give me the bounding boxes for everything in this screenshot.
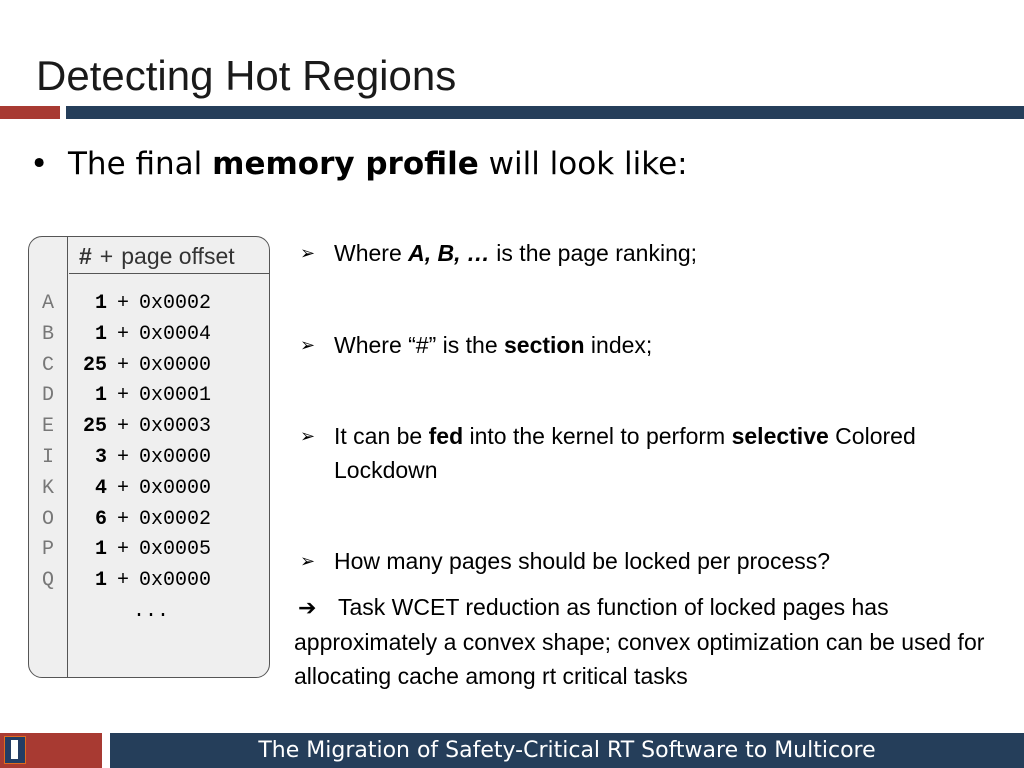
plus-sign: + <box>116 569 129 593</box>
arrow-bullet-icon: ➢ <box>300 243 316 263</box>
plus-sign: + <box>116 538 129 562</box>
bullet-bold: fed <box>428 423 464 449</box>
arrow-bullet-icon: ➢ <box>300 551 316 571</box>
plus-sign: + <box>116 353 129 377</box>
bullet-text: Colored Lockdown <box>334 423 916 483</box>
plus-sign: + <box>116 384 129 408</box>
rank-letter: B <box>41 322 54 346</box>
rank-letter: E <box>41 415 54 439</box>
rank-letter: I <box>41 445 54 469</box>
rank-letter: O <box>41 507 54 531</box>
plus-sign: + <box>116 322 129 346</box>
section-index: 25 <box>82 415 107 439</box>
conclusion-body: Task WCET reduction as function of locke… <box>294 594 985 689</box>
section-index: 1 <box>94 569 107 593</box>
bullet-text: index; <box>584 332 653 358</box>
main-bullet-suffix: will look like: <box>478 146 688 182</box>
section-index: 6 <box>94 507 107 531</box>
rank-letter: Q <box>41 569 54 593</box>
bullet-text: It can be <box>334 423 429 449</box>
profile-row: 1 +0x0005 <box>73 535 211 566</box>
bullet-text: Where <box>334 240 409 266</box>
page-offset: 0x0001 <box>139 384 212 408</box>
bullet-bold: selective <box>731 423 829 449</box>
profile-row: 1 +0x0004 <box>73 320 211 351</box>
arrow-bullet-icon: ➢ <box>300 335 316 355</box>
main-bullet: • The final memory profile will look like… <box>30 146 688 182</box>
bullet-text: Where “#” is the <box>334 332 504 358</box>
bullet-text: into the kernel to perform <box>463 423 732 449</box>
bullet-dot-icon: • <box>30 146 49 182</box>
page-offset: 0x0000 <box>139 445 212 469</box>
bullet-bold: section <box>504 332 585 358</box>
page-offset: 0x0005 <box>139 538 212 562</box>
plus-sign: + <box>116 476 129 500</box>
rank-letter: D <box>41 384 54 408</box>
header-label: page offset <box>121 243 235 269</box>
bullet-section-index: ➢ Where “#” is the section index; <box>294 328 1004 362</box>
page-offset: 0x0000 <box>139 569 212 593</box>
plus-sign: + <box>116 507 129 531</box>
footer-text: The Migration of Safety-Critical RT Soft… <box>258 738 876 763</box>
profile-row: 3 +0x0000 <box>73 443 211 474</box>
plus-sign: + <box>116 292 129 315</box>
rank-letter: A <box>41 292 54 315</box>
header-hash: # <box>79 243 92 269</box>
header-plus: + <box>99 243 114 269</box>
page-title: Detecting Hot Regions <box>36 52 457 99</box>
section-index: 3 <box>94 445 107 469</box>
profile-row: 25 +0x0000 <box>73 351 211 382</box>
main-bullet-prefix: The final <box>68 146 213 182</box>
section-index: 4 <box>94 476 107 500</box>
page-offset: 0x0000 <box>139 476 212 500</box>
bullet-text: is the page ranking; <box>489 240 698 266</box>
bullet-kernel: ➢ It can be fed into the kernel to perfo… <box>294 419 1004 487</box>
section-index: 1 <box>94 322 107 346</box>
profile-row: 1 +0x0001 <box>73 381 211 412</box>
rank-divider <box>67 237 68 677</box>
bullet-bold: A, B, … <box>408 240 490 266</box>
section-index: 1 <box>94 292 107 315</box>
rank-letter: C <box>41 353 54 377</box>
title-accent-blue <box>66 106 1024 119</box>
main-bullet-bold: memory profile <box>212 146 479 182</box>
plus-sign: + <box>116 445 129 469</box>
page-offset: 0x0002 <box>139 507 212 531</box>
section-index: 1 <box>94 384 107 408</box>
profile-row: 1 +0x0000 <box>73 566 211 597</box>
arrow-bullet-icon: ➢ <box>300 426 316 446</box>
page-offset: 0x0004 <box>139 322 212 346</box>
page-offset: 0x0003 <box>139 415 212 439</box>
university-logo-icon <box>4 736 26 764</box>
page-offset: 0x0002 <box>139 292 212 315</box>
ellipsis: ... <box>133 599 170 623</box>
title-accent-red <box>0 106 60 119</box>
bullet-text: How many pages should be locked per proc… <box>334 548 831 574</box>
profile-row: 1 +0x0002 <box>73 289 211 320</box>
section-index: 25 <box>82 353 107 377</box>
bullet-pages-locked: ➢ How many pages should be locked per pr… <box>294 544 1004 578</box>
profile-row: 25 +0x0003 <box>73 412 211 443</box>
profile-header: # + page offset <box>69 243 269 274</box>
section-index: 1 <box>94 538 107 562</box>
rank-letter: K <box>41 476 54 500</box>
profile-row: 4 +0x0000 <box>73 474 211 505</box>
profile-rows: 1 +0x0002 1 +0x0004 25 +0x0000 1 +0x0001 25 +0x00… <box>73 289 211 628</box>
profile-row: 6 +0x0002 <box>73 505 211 536</box>
bullet-page-ranking: ➢ Where A, B, … is the page ranking; <box>294 236 1004 270</box>
plus-sign: + <box>116 415 129 439</box>
conclusion-text: ➔Task WCET reduction as function of lock… <box>294 590 1004 693</box>
right-arrow-icon: ➔ <box>298 595 317 620</box>
page-offset: 0x0000 <box>139 353 212 377</box>
rank-letter: P <box>41 538 54 562</box>
footer-bar: The Migration of Safety-Critical RT Soft… <box>110 733 1024 768</box>
